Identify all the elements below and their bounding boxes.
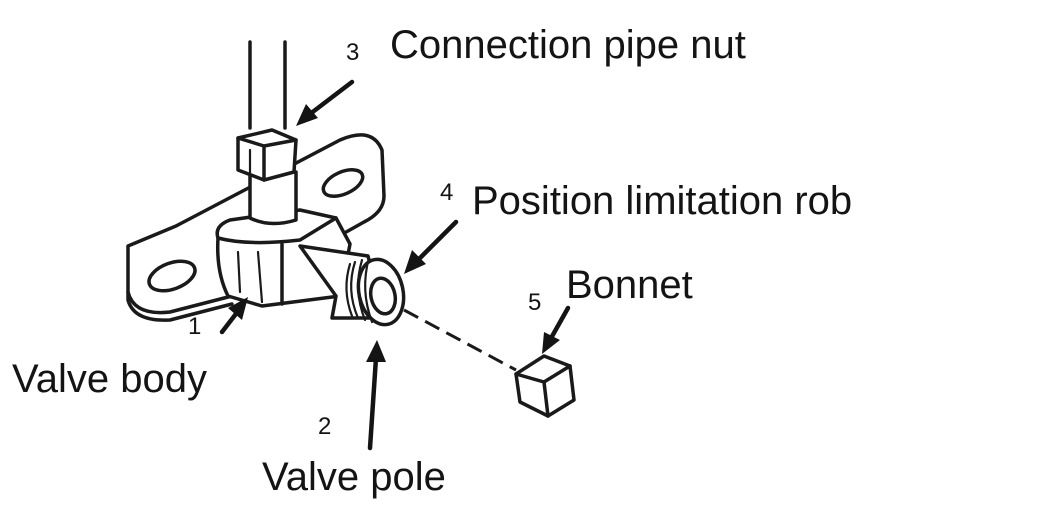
part-label-bonnet: Bonnet [566, 263, 693, 307]
valve-port-shape [298, 244, 406, 327]
bonnet-axis-dashed-line [403, 308, 517, 372]
callout-arrow-3 [296, 79, 355, 126]
stop-valve-illustration [126, 40, 576, 418]
valve-neck [248, 170, 298, 226]
part-label-connection-pipe-nut: Connection pipe nut [390, 23, 746, 67]
callout-arrow-2 [366, 340, 386, 451]
bonnet-shape [514, 354, 576, 418]
part-number-1: 1 [188, 313, 201, 340]
callout-arrow-5 [542, 305, 571, 354]
connection-pipe [248, 40, 287, 130]
part-number-3: 3 [346, 39, 359, 66]
part-label-valve-pole: Valve pole [262, 455, 446, 499]
part-number-4: 4 [440, 179, 453, 206]
part-label-position-limitation-rob: Position limitation rob [472, 179, 852, 223]
valve-body-shape [215, 208, 352, 308]
part-label-valve-body: Valve body [12, 357, 207, 401]
callout-arrow-4 [404, 219, 459, 274]
part-number-2: 2 [318, 413, 331, 440]
callout-arrow-1 [219, 297, 248, 335]
part-number-5: 5 [528, 289, 541, 316]
connection-nut-shape [236, 128, 298, 182]
